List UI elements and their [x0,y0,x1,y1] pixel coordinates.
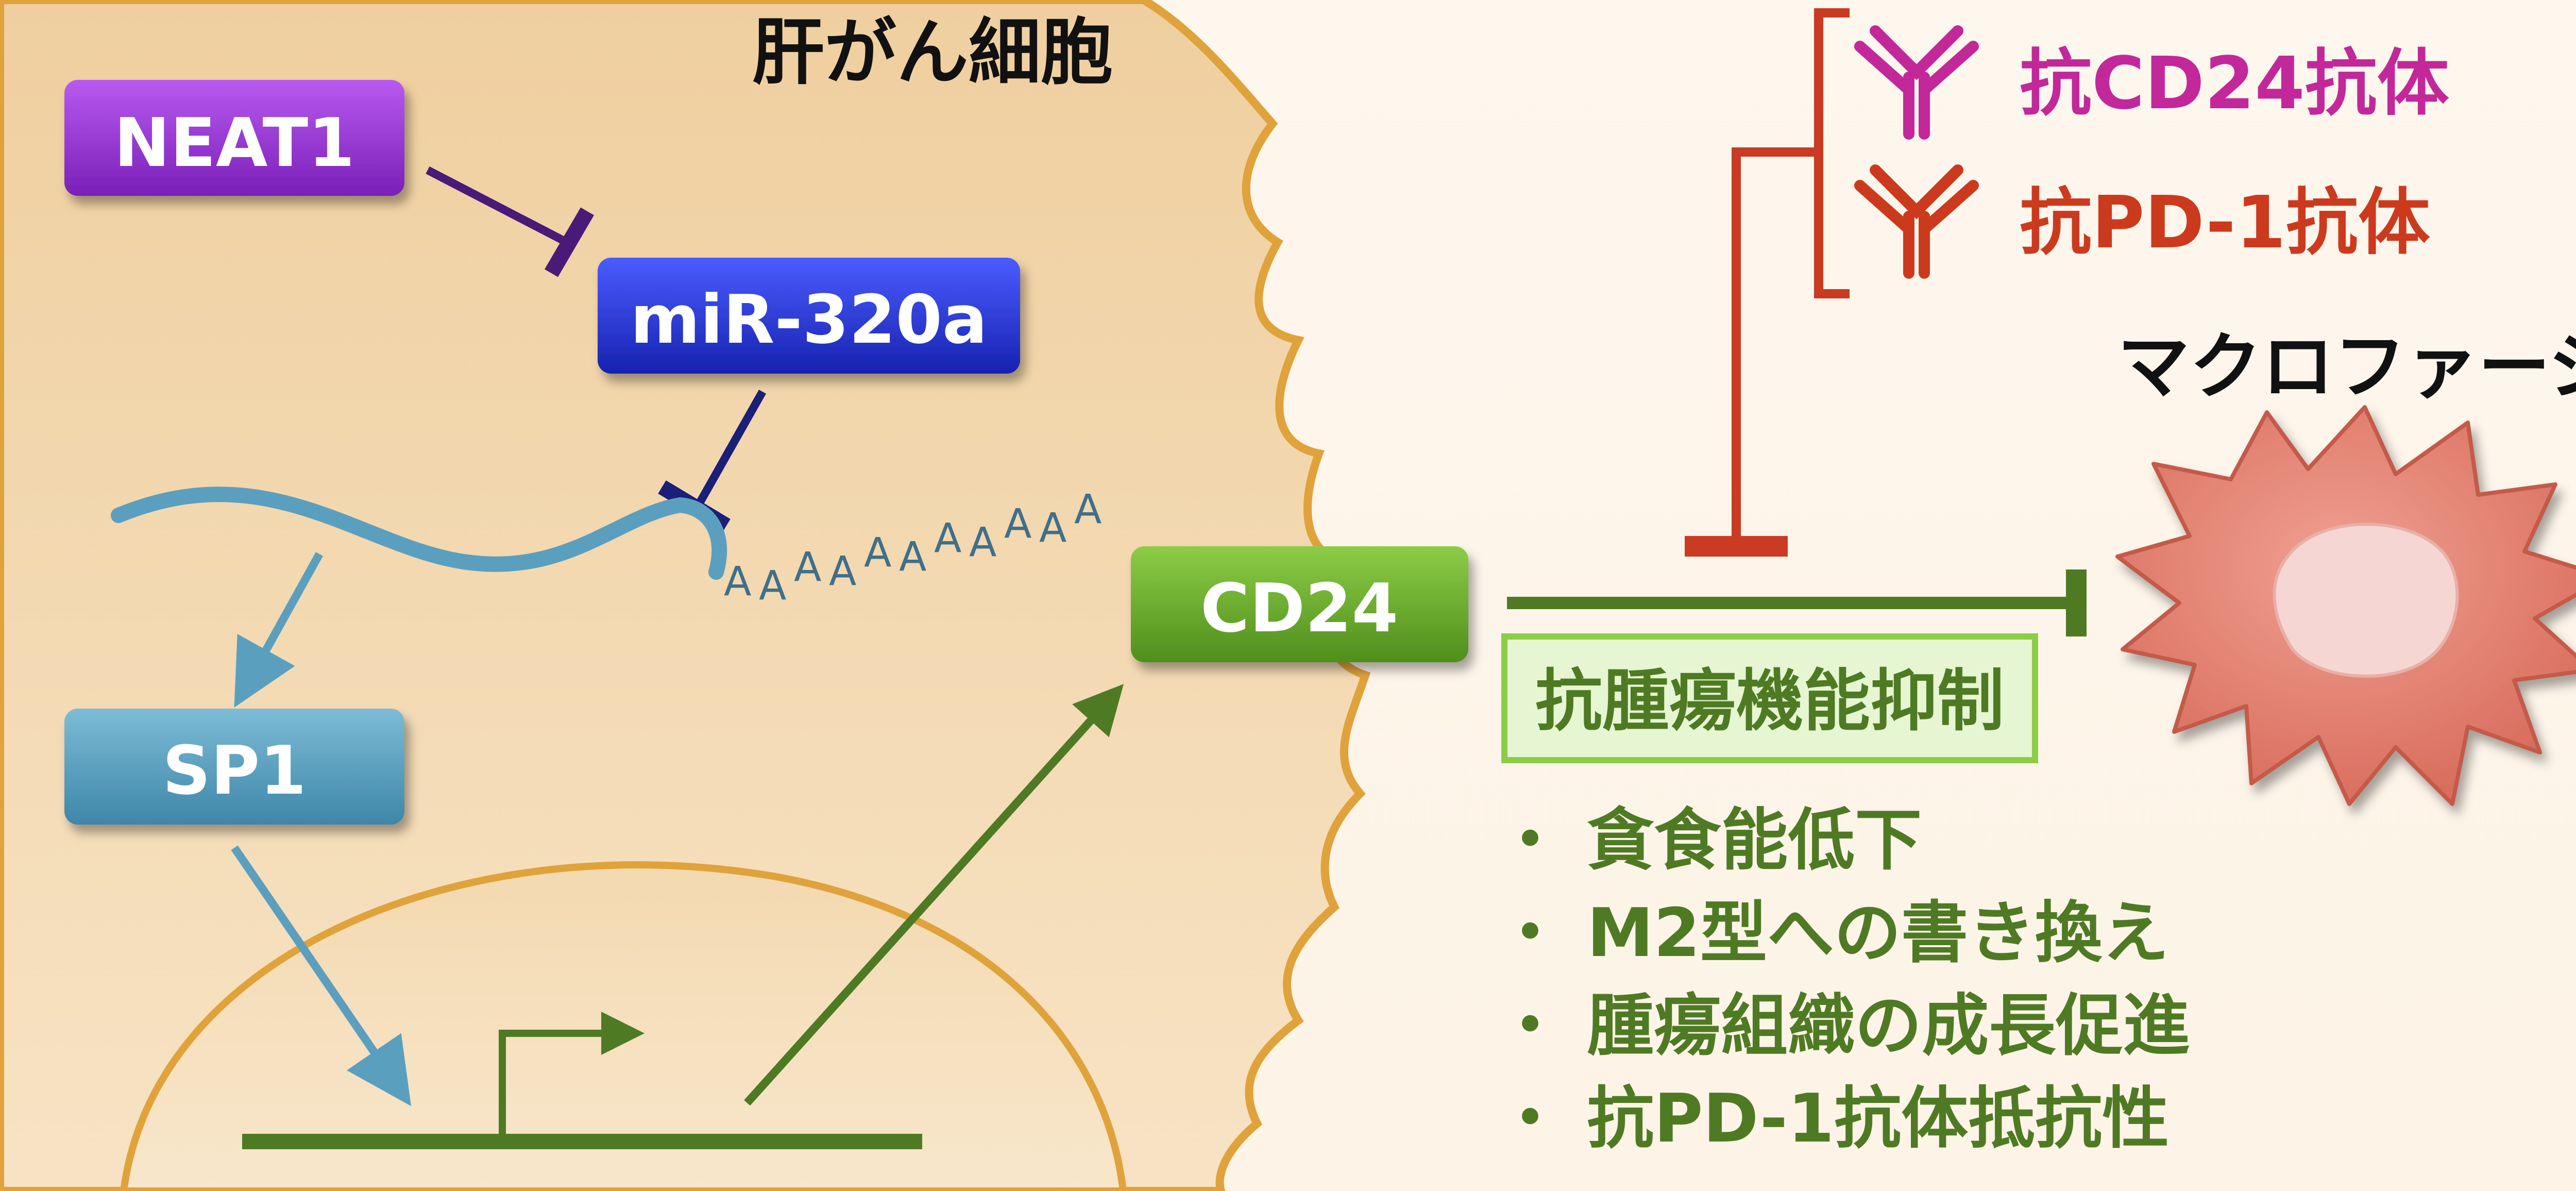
neat1-node [64,80,404,196]
poly-a-letter: A [1074,487,1101,533]
poly-a-letter: A [724,559,751,605]
mir320a-label: miR-320a [630,280,987,359]
translation-arrow [234,552,323,708]
macrophage-nucleus [2273,523,2459,678]
macrophage-label: マクロファージ [2117,325,2576,409]
poly-a-letter: A [899,534,926,580]
effect-item: ・ M2型への書き換え [1497,894,2169,972]
sp1-mrna [111,487,727,580]
transcription-start-site [499,1012,645,1142]
poly-a-letter: A [969,519,996,566]
sp1-node [64,709,404,825]
poly-a-letter: A [1004,501,1031,547]
effect-item: ・ 貪食能低下 [1497,801,1922,879]
antibody-connector [1732,147,1819,546]
neat1-label: NEAT1 [114,104,354,182]
mir320a-inhibit-line [692,390,766,512]
expression-arrow [744,684,1124,1106]
anti-pd1-antibody-icon [1854,164,1979,279]
neat1-inhibit-bar [545,207,594,277]
effect-box [1501,633,2038,763]
poly-a-letter: A [1039,505,1066,551]
macrophage [2115,405,2576,806]
poly-a-letter: A [934,515,961,562]
anti-cd24-antibody-icon [1854,25,1979,140]
poly-a-letter: A [794,544,821,591]
poly-a-letter: A [759,563,786,609]
mir320a-node [598,258,1020,374]
poly-a-letter: A [864,530,891,576]
sp1-label: SP1 [162,731,306,810]
poly-a-letter: A [829,548,856,595]
cd24-label: CD24 [1200,569,1398,647]
anti-pd1-antibody-label: 抗PD-1抗体 [2020,181,2430,265]
cd24-node [1131,546,1468,662]
effect-item: ・ 腫瘍組織の成長促進 [1497,986,2190,1065]
effect-box-label: 抗腫瘍機能抑制 [1535,662,2004,740]
effect-item: ・ 抗PD-1抗体抵抗性 [1497,1079,2169,1158]
anti-cd24-antibody-label: 抗CD24抗体 [2020,42,2449,126]
sp1-binding-arrow [231,845,412,1106]
neat1-inhibit-line [426,166,569,246]
cell-label: 肝がん細胞 [752,11,1113,95]
